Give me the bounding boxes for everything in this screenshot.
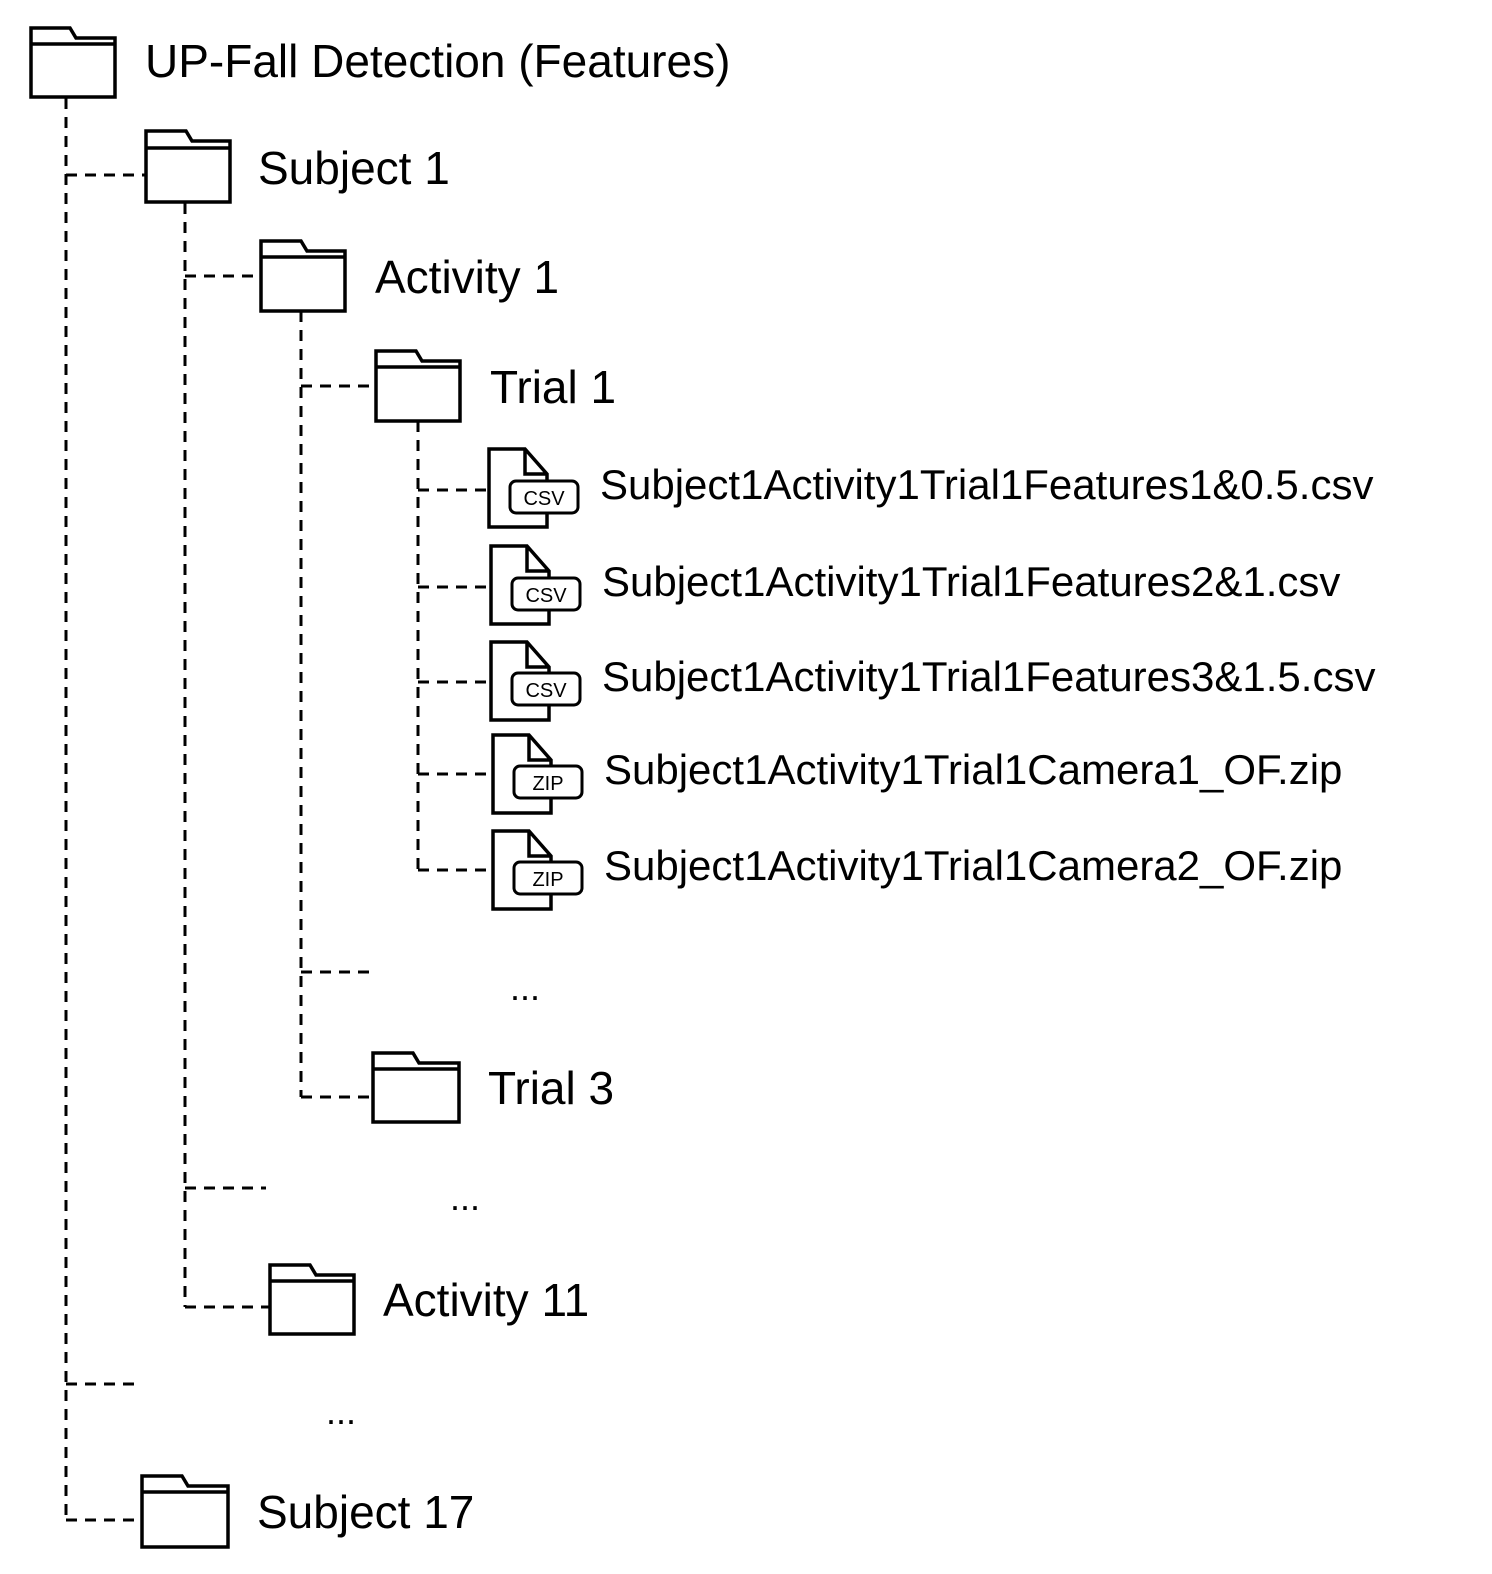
svg-text:CSV: CSV	[523, 488, 565, 510]
folder-icon	[259, 239, 347, 313]
folder-icon	[374, 349, 462, 423]
file-item-3[interactable]: CSV Subject1Activity1Trial1Features3&1.5…	[489, 640, 1375, 722]
subjects-ellipsis: ...	[326, 1391, 356, 1432]
file-label: Subject1Activity1Trial1Features2&1.csv	[602, 558, 1340, 605]
subject1-label: Subject 1	[258, 142, 450, 194]
file-item-1[interactable]: CSV Subject1Activity1Trial1Features1&0.5…	[487, 447, 1373, 529]
folder-root[interactable]: UP-Fall Detection (Features)	[29, 26, 730, 99]
csv-file-icon: CSV	[487, 447, 580, 529]
svg-text:ZIP: ZIP	[532, 869, 563, 891]
folder-subject17[interactable]: Subject 17	[140, 1474, 474, 1549]
tree-connectors	[64, 98, 493, 1522]
folder-activity11[interactable]: Activity 11	[268, 1263, 589, 1336]
activity1-label: Activity 1	[375, 251, 559, 303]
folder-activity1[interactable]: Activity 1	[259, 239, 559, 313]
folder-icon	[29, 26, 117, 99]
file-label: Subject1Activity1Trial1Camera2_OF.zip	[604, 842, 1342, 889]
zip-file-icon: ZIP	[491, 829, 584, 911]
svg-text:ZIP: ZIP	[532, 773, 563, 795]
subject17-label: Subject 17	[257, 1486, 474, 1538]
csv-file-icon: CSV	[489, 544, 582, 626]
zip-file-icon: ZIP	[491, 733, 584, 815]
trials-ellipsis: ...	[510, 967, 540, 1008]
folder-subject1[interactable]: Subject 1	[144, 129, 450, 204]
root-folder-label: UP-Fall Detection (Features)	[145, 35, 730, 87]
folder-icon	[140, 1474, 230, 1549]
svg-text:CSV: CSV	[525, 585, 567, 607]
folder-trial1[interactable]: Trial 1	[374, 349, 616, 423]
svg-text:CSV: CSV	[525, 680, 567, 702]
file-label: Subject1Activity1Trial1Camera1_OF.zip	[604, 746, 1342, 793]
trial1-label: Trial 1	[490, 361, 616, 413]
activities-ellipsis: ...	[450, 1177, 480, 1218]
trial3-label: Trial 3	[488, 1062, 614, 1114]
file-item-5[interactable]: ZIP Subject1Activity1Trial1Camera2_OF.zi…	[491, 829, 1342, 911]
folder-trial3[interactable]: Trial 3	[371, 1051, 614, 1124]
file-item-2[interactable]: CSV Subject1Activity1Trial1Features2&1.c…	[489, 544, 1340, 626]
file-label: Subject1Activity1Trial1Features1&0.5.csv	[600, 461, 1373, 508]
folder-icon	[268, 1263, 356, 1336]
csv-file-icon: CSV	[489, 640, 582, 722]
file-label: Subject1Activity1Trial1Features3&1.5.csv	[602, 653, 1375, 700]
folder-icon	[371, 1051, 461, 1124]
activity11-label: Activity 11	[383, 1274, 589, 1326]
folder-icon	[144, 129, 232, 204]
file-item-4[interactable]: ZIP Subject1Activity1Trial1Camera1_OF.zi…	[491, 733, 1342, 815]
